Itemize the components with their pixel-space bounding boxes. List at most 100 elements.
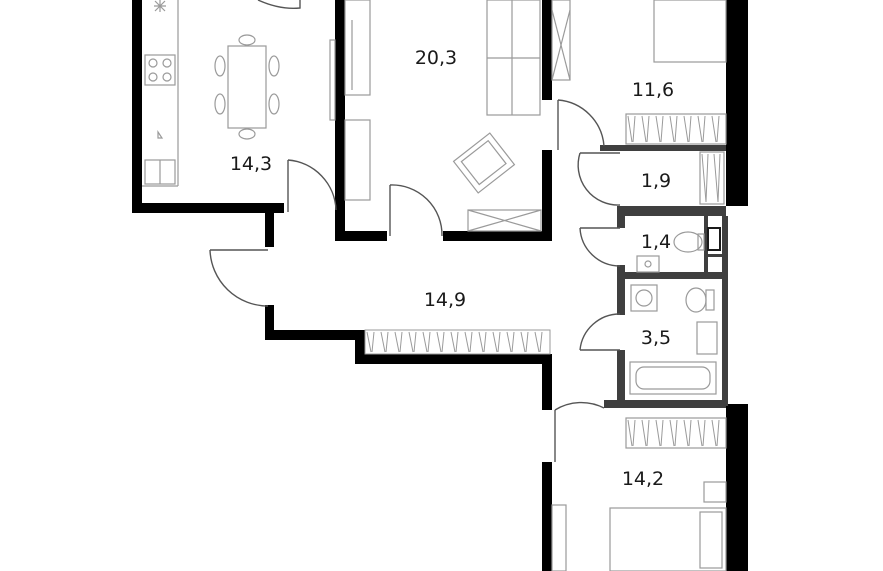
room-labels: 14,3 20,3 11,6 1,9 1,4 14,9 3,5 14,2	[230, 47, 674, 490]
storage-stripe	[705, 153, 709, 203]
bathtub-inner	[635, 366, 711, 390]
tv-cabinet-x2	[467, 209, 542, 232]
hall-cabinet-stripe	[380, 331, 386, 353]
wardrobe-north-stripe	[641, 115, 647, 143]
wardrobe-south-stripe	[669, 419, 675, 447]
wardrobe-north-stripe	[688, 115, 692, 143]
room-area-bedroom-north: 11,6	[632, 79, 674, 101]
hall-cabinet-stripe	[469, 331, 473, 353]
dining-table	[227, 45, 267, 129]
hall-cabinet-stripe	[371, 331, 375, 353]
wall-hall-west-upper	[265, 203, 274, 247]
bathtub	[629, 361, 717, 395]
washing-machine-icon	[630, 284, 658, 312]
hall-cabinet-stripe	[399, 331, 403, 353]
hall-cabinet-stripe	[506, 331, 512, 353]
wardrobe-south-stripe	[641, 419, 647, 447]
chair-right-2	[268, 93, 280, 115]
bed-north	[653, 0, 727, 63]
shaft-box	[707, 227, 721, 251]
wardrobe-north-stripe	[716, 115, 720, 143]
bath-sink	[696, 321, 718, 355]
wall-south-bedroom-west-upper	[542, 354, 552, 410]
door-bedroom-south-swing	[554, 401, 605, 411]
stripes	[364, 115, 721, 447]
wall-hall-step	[355, 330, 365, 363]
hall-cabinet-stripe	[511, 331, 515, 353]
radiator-living	[329, 39, 336, 121]
wall-hall-south-b	[355, 354, 552, 364]
hall-cabinet	[364, 329, 551, 355]
toilet-tank-2	[705, 289, 715, 311]
wall-kitchen-living	[335, 0, 345, 240]
hall-cabinet-stripe	[413, 331, 417, 353]
hall-cabinet-stripe	[441, 331, 445, 353]
wardrobe-south-stripes	[627, 419, 720, 447]
wall-shaft-mid	[704, 254, 724, 257]
wall-bedroom-storage	[600, 145, 726, 151]
furniture	[142, 0, 727, 571]
storage-stripes	[701, 153, 721, 203]
door-bath-swing	[579, 313, 621, 351]
hall-cabinet-stripe	[366, 331, 372, 353]
hall-cabinet-stripe	[436, 331, 442, 353]
wardrobe-south-stripe	[627, 419, 633, 447]
door-entrance-swing	[209, 249, 269, 307]
storage-shelves	[699, 151, 725, 205]
wall-storage-toilet	[618, 206, 726, 216]
hall-cabinet-stripe	[455, 331, 459, 353]
hall-cabinet-stripes	[366, 331, 543, 353]
door-storage-swing	[577, 152, 621, 206]
hall-cabinet-stripe	[422, 331, 428, 353]
storage-stripe	[717, 153, 721, 203]
wardrobe-south-stripe	[683, 419, 689, 447]
wall-bath-south	[604, 400, 726, 408]
toilet-tank-1	[697, 233, 705, 251]
interior-walls	[600, 145, 728, 408]
door-kitchen-swing	[287, 159, 337, 211]
wardrobe-north-stripe	[683, 115, 689, 143]
bed-south	[609, 507, 727, 571]
toilet-bowl-1	[673, 231, 703, 253]
room-area-bedroom-south: 14,2	[622, 468, 664, 490]
star-icon	[154, 0, 166, 12]
hall-cabinet-stripe	[450, 331, 456, 353]
tv-cabinet	[467, 209, 542, 232]
wardrobe-north-stripe	[669, 115, 675, 143]
wall-shaft-east	[722, 216, 728, 406]
wardrobe-south-stripe	[646, 419, 650, 447]
hall-cabinet-stripe	[427, 331, 431, 353]
wardrobe-south-stripe	[655, 419, 661, 447]
wardrobe-north-stripe	[646, 115, 650, 143]
door-bedroom-north-swing	[557, 99, 605, 147]
wall-living-bedroom-upper	[542, 0, 552, 100]
nightstand-south	[703, 481, 727, 503]
toilet-sink-drain	[644, 260, 652, 268]
wall-toilet-bath	[618, 272, 726, 279]
toilet-bowl-2	[685, 287, 707, 313]
room-area-toilet: 1,4	[641, 231, 671, 253]
hall-cabinet-stripe	[525, 331, 529, 353]
hall-cabinet-stripe	[478, 331, 484, 353]
wall-living-south-right	[443, 231, 551, 241]
kitchen-tap-icon	[157, 130, 164, 139]
room-area-living-room: 20,3	[415, 47, 457, 69]
chair-bottom	[238, 128, 256, 140]
wardrobe-south	[625, 417, 727, 449]
door-toilet-swing	[579, 227, 621, 267]
hall-cabinet-stripe	[483, 331, 487, 353]
wardrobe-north-stripe	[702, 115, 706, 143]
nightstand-north	[551, 0, 571, 81]
hall-cabinet-stripe	[534, 331, 540, 353]
wardrobe-south-stripe	[697, 419, 703, 447]
pillow-south	[699, 511, 723, 569]
wall-kitchen-south-left	[132, 203, 284, 213]
wall-wet-west-c	[617, 350, 625, 408]
chair-left-1	[214, 55, 226, 77]
hob-burner-3	[148, 72, 158, 82]
hall-cabinet-stripe	[492, 331, 498, 353]
door-living-swing	[389, 184, 443, 237]
chair-right-1	[268, 55, 280, 77]
wardrobe-south-stripe	[711, 419, 717, 447]
